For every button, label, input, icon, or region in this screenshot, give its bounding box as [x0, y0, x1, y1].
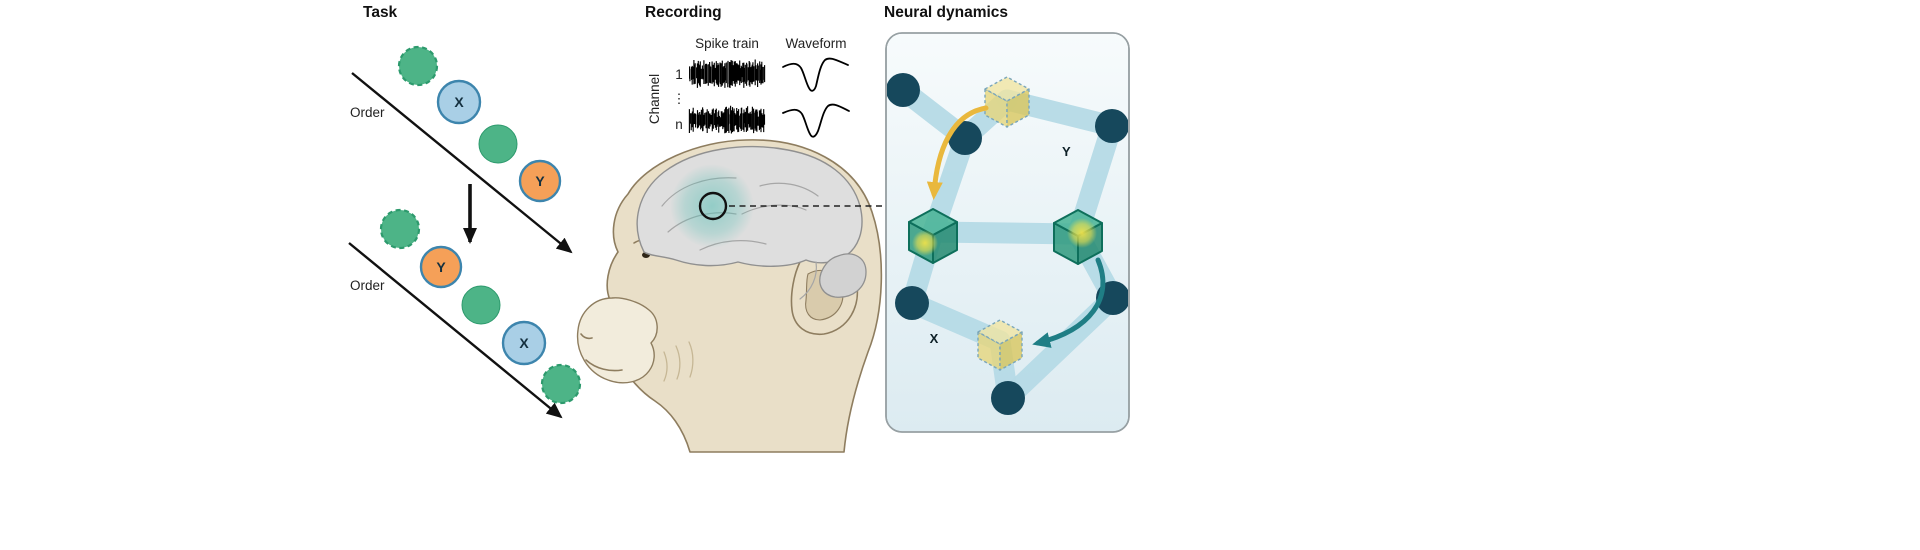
sequence-arrow-top — [351, 72, 573, 254]
spike-train-label: Spike train — [695, 36, 759, 51]
network-node — [948, 121, 982, 155]
task-distractor-circle — [478, 124, 518, 164]
network-node — [887, 73, 920, 107]
cube-state-left — [908, 208, 958, 264]
recording-panel: Recording Spike train Waveform Channel 1… — [576, 4, 884, 453]
neural-panel-border — [885, 32, 1130, 433]
sequence-arrow-bottom — [348, 242, 563, 419]
state-y-label: Y — [1062, 144, 1071, 159]
stim-y-circle — [419, 245, 463, 289]
stim-y-circle — [518, 159, 562, 203]
channel-ellipsis: ⋮ — [672, 91, 686, 106]
neural-network: Y X — [887, 73, 1128, 415]
neural-dynamics-title: Neural dynamics — [884, 4, 1008, 21]
monkey-nostril — [580, 333, 593, 340]
fur-stroke — [663, 351, 668, 382]
cube-state-right — [1053, 209, 1103, 265]
task-panel: Task Order X Y Order Y X — [348, 4, 582, 419]
order-label-top: Order — [350, 105, 385, 120]
recording-title: Recording — [645, 4, 722, 21]
monkey-muzzle — [576, 297, 658, 384]
monkey-mouth — [585, 359, 623, 372]
spike-train-channel-n — [688, 105, 766, 134]
waveform-channel-n — [782, 103, 850, 138]
order-label-bottom: Order — [350, 278, 385, 293]
stim-x-circle — [436, 79, 482, 125]
channel-1-tick: 1 — [675, 67, 683, 82]
waveform-label: Waveform — [785, 36, 846, 51]
task-stim-x-top: X — [436, 79, 482, 125]
channel-axis-label: Channel — [647, 74, 662, 124]
recording-site-circle — [698, 191, 728, 221]
network-node — [1095, 109, 1128, 143]
recording-site-highlight — [670, 164, 754, 248]
cube-activity-glow — [1067, 218, 1097, 248]
monkey-illustration — [576, 139, 884, 453]
task-distractor-circle — [540, 363, 582, 405]
cerebellum — [819, 253, 867, 298]
network-node — [895, 286, 929, 320]
stim-x-letter: X — [519, 335, 529, 351]
task-distractor-circle — [397, 45, 439, 87]
cube-state-y-top — [984, 76, 1030, 128]
transition-arrow-teal — [1032, 257, 1106, 348]
task-stim-y-top: Y — [518, 159, 562, 203]
channel-n-tick: n — [675, 117, 683, 132]
waveform-channel-1 — [782, 57, 849, 92]
state-x-label: X — [930, 331, 939, 346]
stim-x-circle — [501, 320, 547, 366]
fur-stroke — [688, 341, 694, 378]
neural-dynamics-panel: Neural dynamics — [884, 4, 1130, 433]
spike-train-channel-1 — [689, 59, 766, 88]
task-stim-x-bottom: X — [501, 320, 547, 366]
network-node — [991, 381, 1025, 415]
task-title: Task — [363, 4, 398, 21]
task-distractor-circle — [461, 285, 501, 325]
cube-state-x-bottom — [977, 319, 1023, 371]
transition-arrow-yellow — [926, 105, 989, 200]
cube-activity-glow — [912, 230, 938, 256]
stim-x-letter: X — [454, 94, 464, 110]
fur-stroke — [675, 345, 681, 380]
stim-y-letter: Y — [436, 259, 446, 275]
task-stim-y-bottom: Y — [419, 245, 463, 289]
stim-y-letter: Y — [535, 173, 545, 189]
brainstem-line — [799, 261, 817, 300]
task-distractor-circle — [379, 208, 421, 250]
